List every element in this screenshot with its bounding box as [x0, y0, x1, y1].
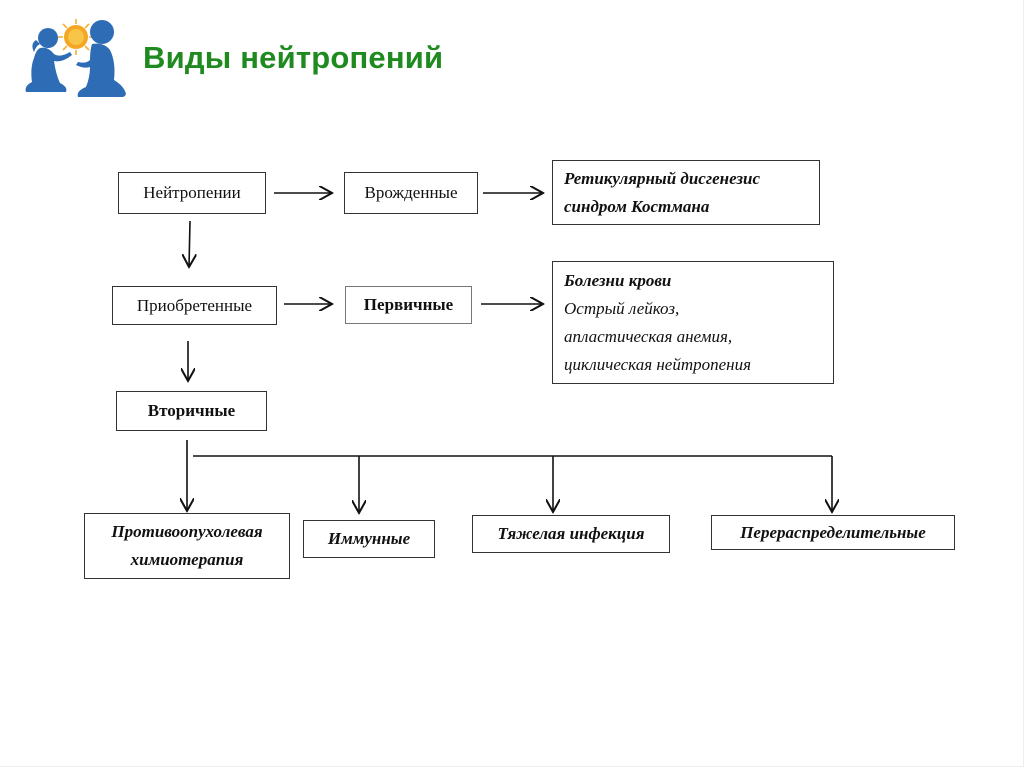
node-neutropenias: Нейтропении [118, 172, 266, 214]
page-title: Виды нейтропений [143, 40, 444, 75]
girl-figure-icon [25, 28, 73, 92]
node-secondary: Вторичные [116, 391, 267, 431]
example-line: апластическая анемия, [564, 326, 733, 346]
example-line: циклическая нейтропения [564, 354, 751, 374]
node-label: Приобретенные [136, 295, 253, 315]
node-acquired: Приобретенные [112, 286, 277, 325]
example-line: синдром Костмана [564, 196, 710, 216]
node-label: Врожденные [364, 183, 458, 202]
node-severe-infection: Тяжелая инфекция [472, 515, 670, 553]
node-antitumor-chemo: Противоопухолевая химиотерапия [84, 513, 290, 579]
node-primary: Первичные [345, 286, 472, 324]
node-label: Иммунные [327, 529, 411, 548]
node-redistributive: Перераспределительные [711, 515, 955, 550]
node-immune: Иммунные [303, 520, 435, 558]
sun-icon [58, 19, 94, 55]
node-congenital-examples: Ретикулярный дисгенезис синдром Костмана [552, 160, 820, 225]
boy-figure-icon [76, 20, 126, 97]
node-primary-examples: Болезни крови Острый лейкоз, апластическ… [552, 261, 834, 384]
children-sun-logo-icon [25, 19, 126, 97]
arrow-neutropenias-to-acquired [189, 220, 190, 267]
examples-header: Болезни крови [564, 270, 672, 290]
example-line: Острый лейкоз, [564, 298, 680, 318]
node-congenital: Врожденные [344, 172, 478, 214]
node-label: Вторичные [147, 401, 236, 420]
node-label-line: химиотерапия [130, 550, 244, 569]
example-line: Ретикулярный дисгенезис [564, 168, 761, 188]
node-label: Перераспределительные [740, 522, 926, 542]
node-label: Первичные [363, 295, 454, 314]
node-label-line: Противоопухолевая [111, 522, 263, 541]
node-label: Нейтропении [143, 183, 241, 202]
node-label: Тяжелая инфекция [497, 524, 645, 543]
